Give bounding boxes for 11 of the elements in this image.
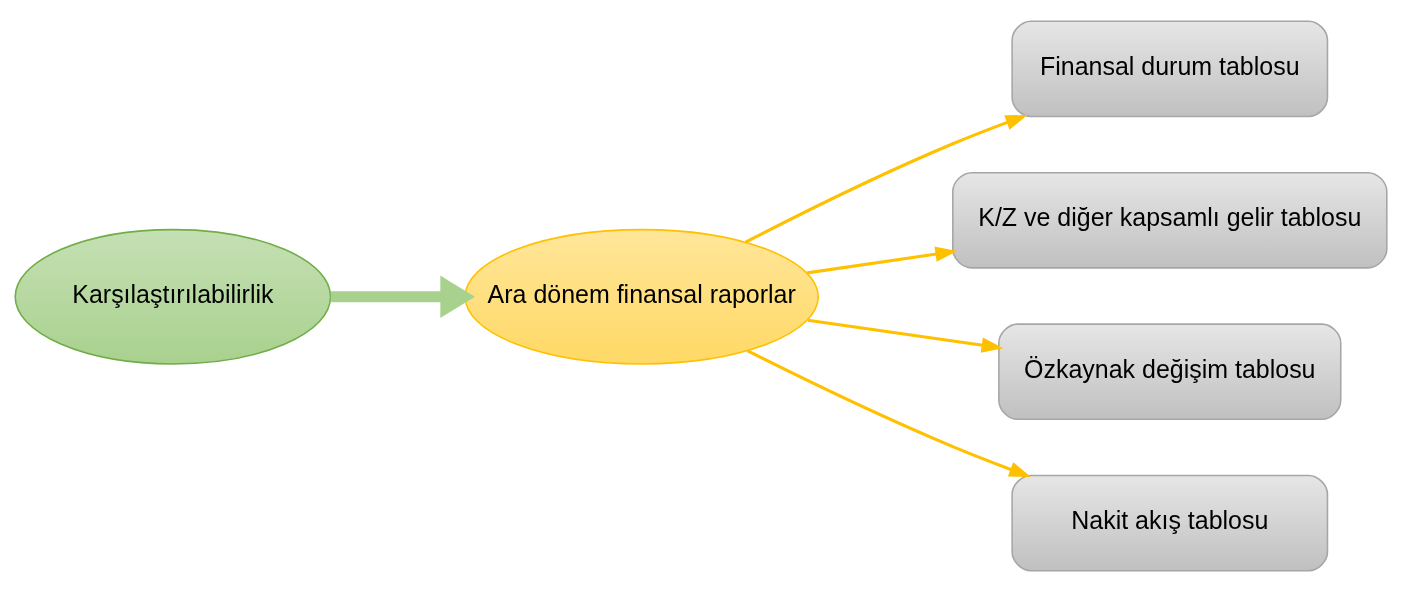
arrow bbox=[806, 246, 958, 275]
node-box: K/Z ve diğer kapsamlı gelir tablosu bbox=[952, 171, 1388, 269]
node-ellipse: Ara dönem finansal raporlar bbox=[464, 228, 819, 365]
arrow bbox=[330, 275, 475, 318]
node-ellipse: Karşılaştırılabilirlik bbox=[14, 228, 332, 365]
node-box: Nakit akış tablosu bbox=[1011, 474, 1329, 572]
node-box: Özkaynak değişim tablosu bbox=[998, 323, 1342, 421]
arrow bbox=[807, 318, 1004, 353]
arrow bbox=[746, 349, 1032, 477]
node-box: Finansal durum tablosu bbox=[1011, 20, 1329, 118]
arrow bbox=[744, 114, 1028, 244]
